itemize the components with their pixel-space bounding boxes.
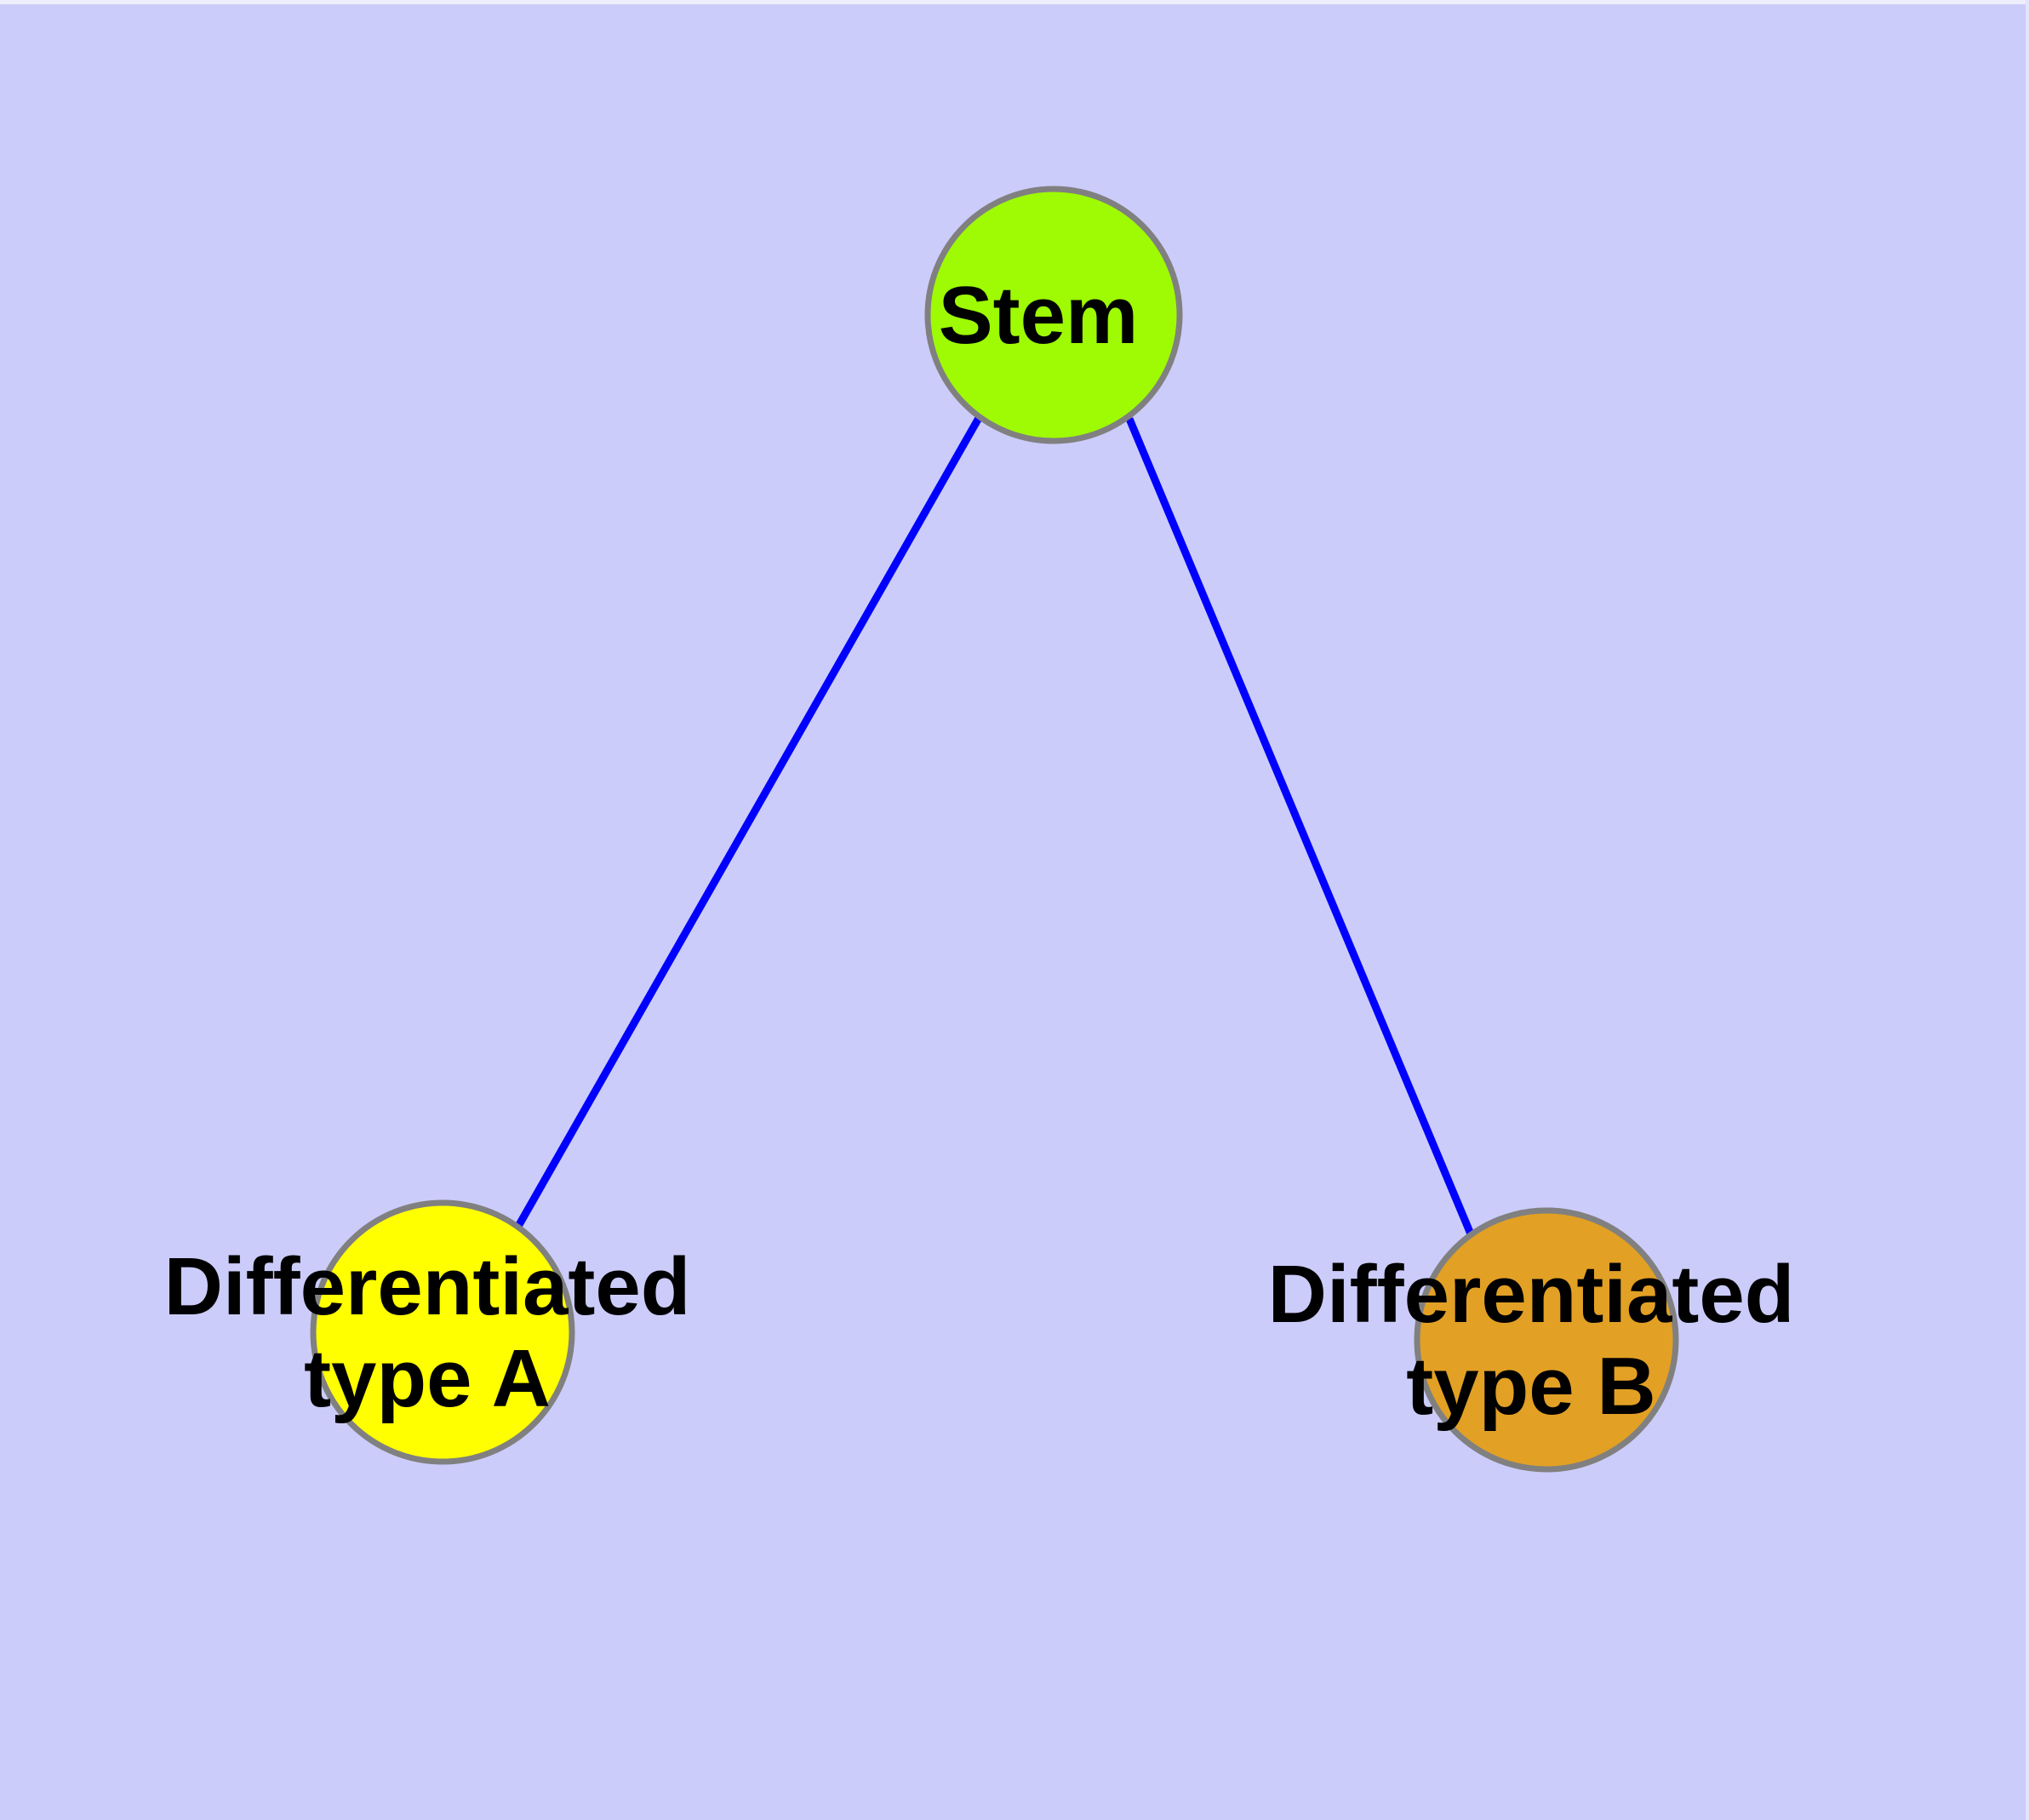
node-layer: [310, 186, 1679, 1473]
node-diff-b-label-line-2: type B: [1406, 1341, 1655, 1432]
node-diff-b-label-line-1: Differentiated: [1268, 1249, 1795, 1340]
edge-layer: [513, 415, 1476, 1238]
node-diff-a-label-line-1: Differentiated: [164, 1241, 691, 1332]
edge-stem-to-diff-a[interactable]: [513, 415, 982, 1232]
node-diff-a-circle[interactable]: [310, 1199, 575, 1465]
label-layer: Stem Differentiated type A Differentiate…: [164, 270, 1795, 1432]
top-edge-strip: [0, 0, 2029, 4]
right-edge-strip: [2026, 0, 2029, 1820]
edge-stem-to-diff-b[interactable]: [1125, 417, 1476, 1238]
node-diff-a-label-line-2: type A: [304, 1333, 551, 1424]
node-stem-circle[interactable]: [924, 186, 1183, 444]
node-stem-label-line-1: Stem: [939, 270, 1139, 361]
node-diff-b-circle[interactable]: [1414, 1207, 1679, 1473]
